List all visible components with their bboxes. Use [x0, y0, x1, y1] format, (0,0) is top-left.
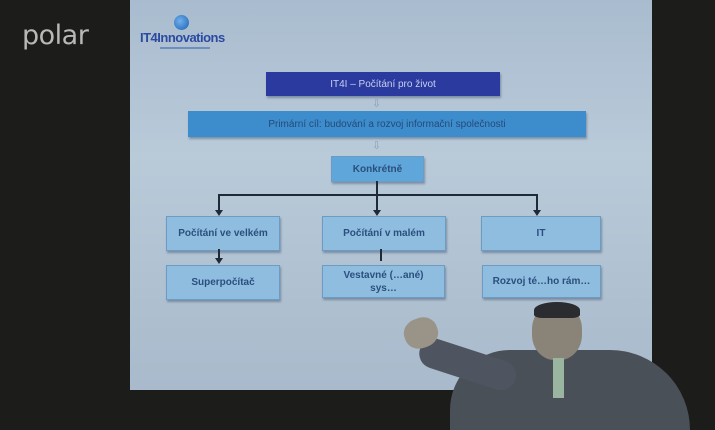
polar-logo: polar [22, 20, 89, 51]
down-arrow-icon: ⇩ [372, 98, 382, 110]
it4innovations-logo: IT4Innovations [140, 30, 225, 45]
arrow-icon [373, 210, 381, 216]
arrow-icon [215, 258, 223, 264]
presenter-hair [534, 302, 580, 318]
box-it: IT [481, 216, 601, 251]
concrete-box: Konkrétně [331, 156, 424, 182]
logo-tagline [160, 47, 210, 49]
presenter-tie [553, 358, 564, 398]
box-large-computing: Počítání ve velkém [166, 216, 280, 251]
box-small-computing: Počítání v malém [322, 216, 446, 251]
box-supercomputer: Superpočítač [166, 265, 280, 300]
arrow-icon [215, 210, 223, 216]
box-embedded-systems: Vestavné (…ané) sys… [322, 265, 445, 298]
slide-title-box: IT4I – Počítání pro život [266, 72, 500, 96]
arrow-icon [533, 210, 541, 216]
it4-globe-icon [174, 15, 189, 30]
goal-box: Primární cíl: budování a rozvoj informač… [188, 111, 586, 137]
connector [536, 194, 538, 211]
box-development: Rozvoj té…ho rám… [482, 265, 601, 298]
connector [219, 194, 538, 196]
down-arrow-icon: ⇩ [372, 140, 382, 152]
connector [218, 194, 220, 211]
connector [218, 249, 220, 259]
connector [376, 181, 378, 213]
connector [380, 249, 382, 261]
